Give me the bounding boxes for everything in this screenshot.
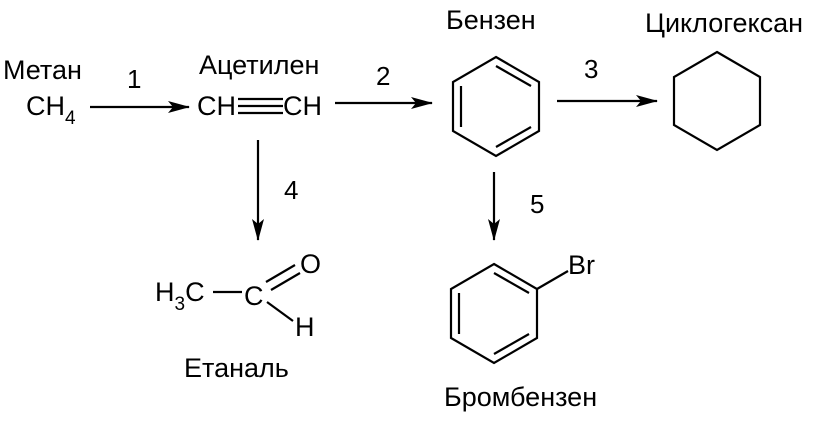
ethanal-c-methyl: C [185, 277, 205, 307]
ethanal-h: H [155, 277, 175, 307]
ethanal-carbonyl-c: C [244, 281, 264, 311]
ethanal-h-aldehyde: H [295, 312, 315, 342]
step-5-number: 5 [530, 189, 544, 219]
methane-formula-main: CH [26, 91, 65, 121]
step-3: 3 [557, 54, 658, 107]
bromobenzene-c-br-bond [536, 270, 569, 290]
ethanal-double-bond [265, 264, 301, 291]
bromobenzene: Br Бромбензен [444, 250, 597, 412]
step-5: 5 [488, 172, 544, 241]
benzene: Бензен [446, 5, 541, 158]
ethanal-c-h-bond [266, 301, 294, 322]
step-2: 2 [335, 61, 433, 109]
methane-name: Метан [3, 55, 82, 85]
cyclohexane: Циклогексан [645, 8, 803, 152]
step-4: 4 [252, 140, 298, 241]
ethanal-o: O [300, 249, 321, 279]
triple-bond-icon [238, 97, 283, 115]
step-1: 1 [90, 64, 190, 113]
methane-formula-sub: 4 [65, 108, 76, 129]
methane: Метан CH4 [3, 55, 82, 129]
bromobenzene-br: Br [568, 250, 595, 280]
ethanal-h-sub: 3 [175, 294, 186, 315]
step-3-number: 3 [584, 54, 598, 84]
bromobenzene-name: Бромбензен [444, 382, 597, 412]
methane-formula: CH4 [26, 91, 76, 129]
acetylene-right: CH [283, 91, 322, 121]
ethanal-h3c: H3C [155, 277, 205, 315]
ethanal: H3C C O H Етаналь [155, 249, 321, 383]
benzene-ring-icon [451, 55, 541, 158]
benzene-ring-icon [449, 262, 539, 365]
ethanal-name: Етаналь [184, 353, 289, 383]
benzene-name: Бензен [446, 5, 536, 35]
acetylene-name: Ацетилен [199, 50, 319, 80]
acetylene-left: CH [197, 91, 236, 121]
step-4-number: 4 [284, 175, 298, 205]
step-1-number: 1 [127, 64, 141, 94]
step-2-number: 2 [376, 61, 390, 91]
cyclohexane-ring-icon [672, 50, 762, 152]
acetylene: Ацетилен CH CH [197, 50, 322, 121]
cyclohexane-name: Циклогексан [645, 8, 803, 38]
